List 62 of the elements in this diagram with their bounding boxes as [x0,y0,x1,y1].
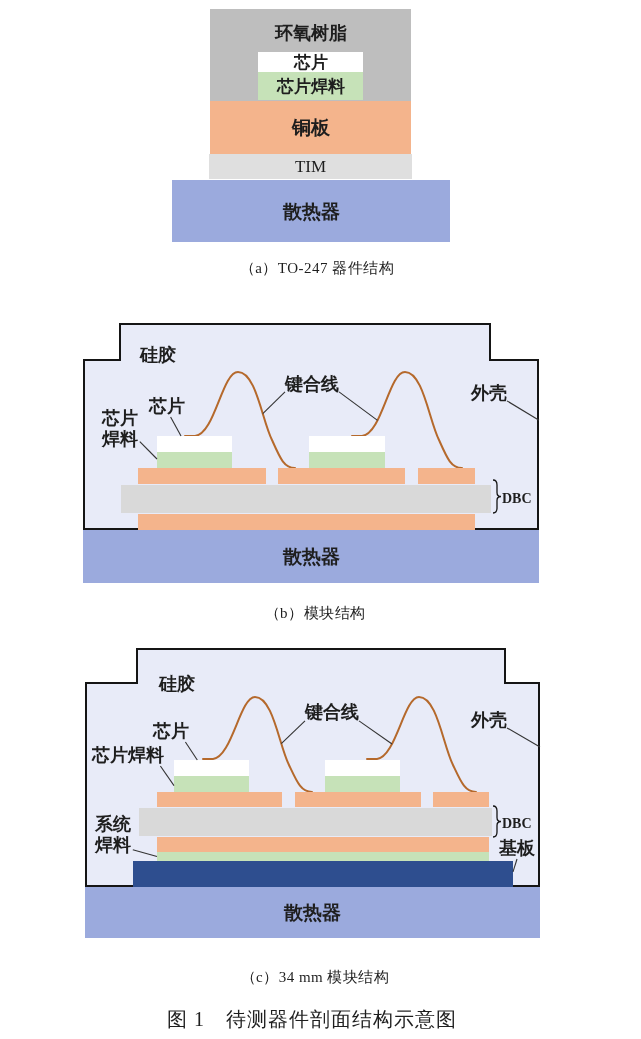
material-label: 硅胶 [140,345,176,366]
leader-line [280,720,306,745]
part-label: 外壳 [471,383,507,404]
leader-line [512,858,518,873]
tim-layer: TIM [209,154,412,179]
solder-layer [325,776,400,792]
epoxy-layer [210,9,411,101]
part-label: 系统焊料 [95,814,133,856]
bond-wire [351,371,463,469]
leader-line [262,391,286,415]
copper-pad [138,468,266,484]
copper-plate: 铜板 [210,101,411,154]
copper-pad [295,792,421,807]
chip [174,760,249,776]
copper-pad [157,792,282,807]
copper-pad [433,792,489,807]
leader-line [139,441,158,460]
copper-layer [138,514,475,530]
chip [309,436,385,452]
chip [157,436,232,452]
heat-sink: 散热器 [85,887,540,938]
part-label: 基板 [499,838,535,859]
copper-pad [418,468,475,484]
subfigure-caption: （b）模块结构 [264,604,366,623]
part-label: DBC [502,490,532,508]
part-label: 芯片 [149,396,185,417]
material-label: 硅胶 [159,674,195,695]
leader-line [170,416,182,437]
leader-line [506,727,541,748]
ceramic-layer [121,485,491,513]
material-label: 环氧树脂 [274,23,347,44]
leader-line [506,400,540,421]
baseplate [133,861,513,887]
figure-caption: 图 1 待测器件剖面结构示意图 [167,1007,457,1031]
leader-line [184,741,198,761]
part-label: 键合线 [305,702,359,723]
leader-line [132,849,158,858]
part-label: 芯片 [153,721,189,742]
solder-layer [174,776,249,792]
part-label: 芯片焊料 [92,745,164,766]
heat-sink: 散热器 [83,530,539,583]
leader-line [338,391,379,421]
chip: 芯片 [258,52,363,72]
module-housing [85,648,540,887]
leader-line [358,720,393,745]
solder-layer: 芯片焊料 [258,72,363,100]
ceramic-layer [139,808,492,836]
part-label: 键合线 [285,374,339,395]
module-housing [83,323,539,530]
copper-layer [157,837,489,852]
chip [325,760,400,776]
solder-layer [309,452,385,468]
solder-layer [157,452,232,468]
copper-pad [278,468,405,484]
part-label: 外壳 [471,710,507,731]
subfigure-caption: （a）TO-247 器件结构 [239,259,395,278]
leader-line [159,765,175,787]
heat-sink: 散热器 [172,180,450,242]
part-label: DBC [502,815,532,833]
solder-layer [157,852,489,861]
part-label: 芯片焊料 [102,408,140,450]
subfigure-caption: （c）34 mm 模块结构 [240,968,390,987]
